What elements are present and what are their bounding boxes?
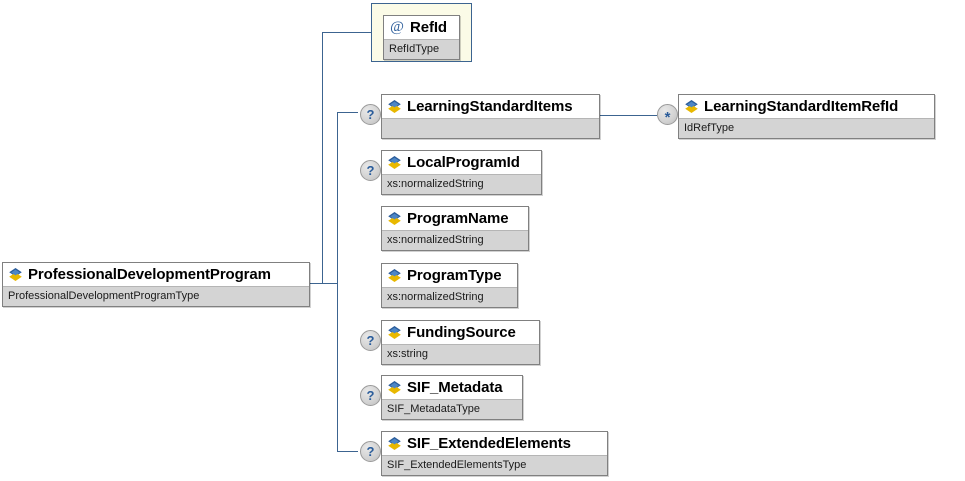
node-title-label: SIF_Metadata bbox=[407, 379, 503, 396]
connector-learningstandarditems-to-refid bbox=[600, 115, 657, 116]
node-fundingsource[interactable]: FundingSource xs:string bbox=[381, 320, 540, 365]
node-type-label: SIF_ExtendedElementsType bbox=[382, 455, 607, 475]
node-sif-metadata[interactable]: SIF_Metadata SIF_MetadataType bbox=[381, 375, 523, 420]
node-type-label: xs:normalizedString bbox=[382, 174, 541, 194]
node-title-row: LocalProgramId bbox=[382, 151, 541, 174]
element-icon bbox=[684, 99, 699, 114]
unbounded-marker-learningstandarditemrefid: * bbox=[657, 104, 678, 126]
node-title-label: ProfessionalDevelopmentProgram bbox=[28, 266, 271, 283]
connector-stub-learningstandarditems bbox=[337, 112, 358, 113]
optional-marker-learningstandarditems: ? bbox=[360, 104, 381, 125]
node-title-label: FundingSource bbox=[407, 324, 516, 341]
node-type-label: RefIdType bbox=[384, 39, 459, 59]
element-icon bbox=[387, 155, 402, 170]
connector-attribute-to-refid bbox=[322, 32, 371, 33]
connector-root-to-spine bbox=[322, 283, 338, 284]
node-type-label: xs:normalizedString bbox=[382, 230, 528, 250]
node-title-row: SIF_ExtendedElements bbox=[382, 432, 607, 455]
node-title-row: FundingSource bbox=[382, 321, 539, 344]
connector-stub-sif-extendedelements bbox=[337, 451, 358, 452]
connector-root-stub bbox=[310, 283, 323, 284]
element-icon bbox=[387, 99, 402, 114]
node-sif-extendedelements[interactable]: SIF_ExtendedElements SIF_ExtendedElement… bbox=[381, 431, 608, 476]
connector-element-spine bbox=[337, 112, 338, 451]
node-title-row: @ RefId bbox=[384, 16, 459, 39]
node-title-label: SIF_ExtendedElements bbox=[407, 435, 571, 452]
node-type-label: xs:string bbox=[382, 344, 539, 364]
node-programname[interactable]: ProgramName xs:normalizedString bbox=[381, 206, 529, 251]
node-localprogramid[interactable]: LocalProgramId xs:normalizedString bbox=[381, 150, 542, 195]
node-type-label: SIF_MetadataType bbox=[382, 399, 522, 419]
optional-marker-localprogramid: ? bbox=[360, 160, 381, 181]
node-title-row: LearningStandardItemRefId bbox=[679, 95, 934, 118]
node-refid[interactable]: @ RefId RefIdType bbox=[383, 15, 460, 60]
node-title-label: LocalProgramId bbox=[407, 154, 520, 171]
node-type-label: IdRefType bbox=[679, 118, 934, 138]
node-programtype[interactable]: ProgramType xs:normalizedString bbox=[381, 263, 518, 308]
node-learningstandarditems[interactable]: LearningStandardItems bbox=[381, 94, 600, 139]
element-icon bbox=[387, 211, 402, 226]
element-icon bbox=[387, 380, 402, 395]
element-icon bbox=[387, 268, 402, 283]
node-professionaldevelopmentprogram[interactable]: ProfessionalDevelopmentProgram Professio… bbox=[2, 262, 310, 307]
attribute-icon: @ bbox=[390, 18, 404, 35]
node-title-row: ProfessionalDevelopmentProgram bbox=[3, 263, 309, 286]
node-title-label: ProgramName bbox=[407, 210, 509, 227]
node-type-label: ProfessionalDevelopmentProgramType bbox=[3, 286, 309, 306]
optional-marker-sif-extendedelements: ? bbox=[360, 441, 381, 462]
node-learningstandarditemrefid[interactable]: LearningStandardItemRefId IdRefType bbox=[678, 94, 935, 139]
node-type-label: xs:normalizedString bbox=[382, 287, 517, 307]
element-icon bbox=[387, 325, 402, 340]
node-title-row: ProgramName bbox=[382, 207, 528, 230]
node-title-label: LearningStandardItemRefId bbox=[704, 98, 899, 115]
node-title-row: SIF_Metadata bbox=[382, 376, 522, 399]
node-title-label: RefId bbox=[410, 19, 448, 36]
node-title-label: ProgramType bbox=[407, 267, 502, 284]
optional-marker-sif-metadata: ? bbox=[360, 385, 381, 406]
optional-marker-fundingsource: ? bbox=[360, 330, 381, 351]
node-type-label bbox=[382, 118, 599, 138]
node-title-row: ProgramType bbox=[382, 264, 517, 287]
node-title-label: LearningStandardItems bbox=[407, 98, 573, 115]
node-title-row: LearningStandardItems bbox=[382, 95, 599, 118]
connector-attribute-vertical bbox=[322, 32, 323, 284]
element-icon bbox=[8, 267, 23, 282]
element-icon bbox=[387, 436, 402, 451]
